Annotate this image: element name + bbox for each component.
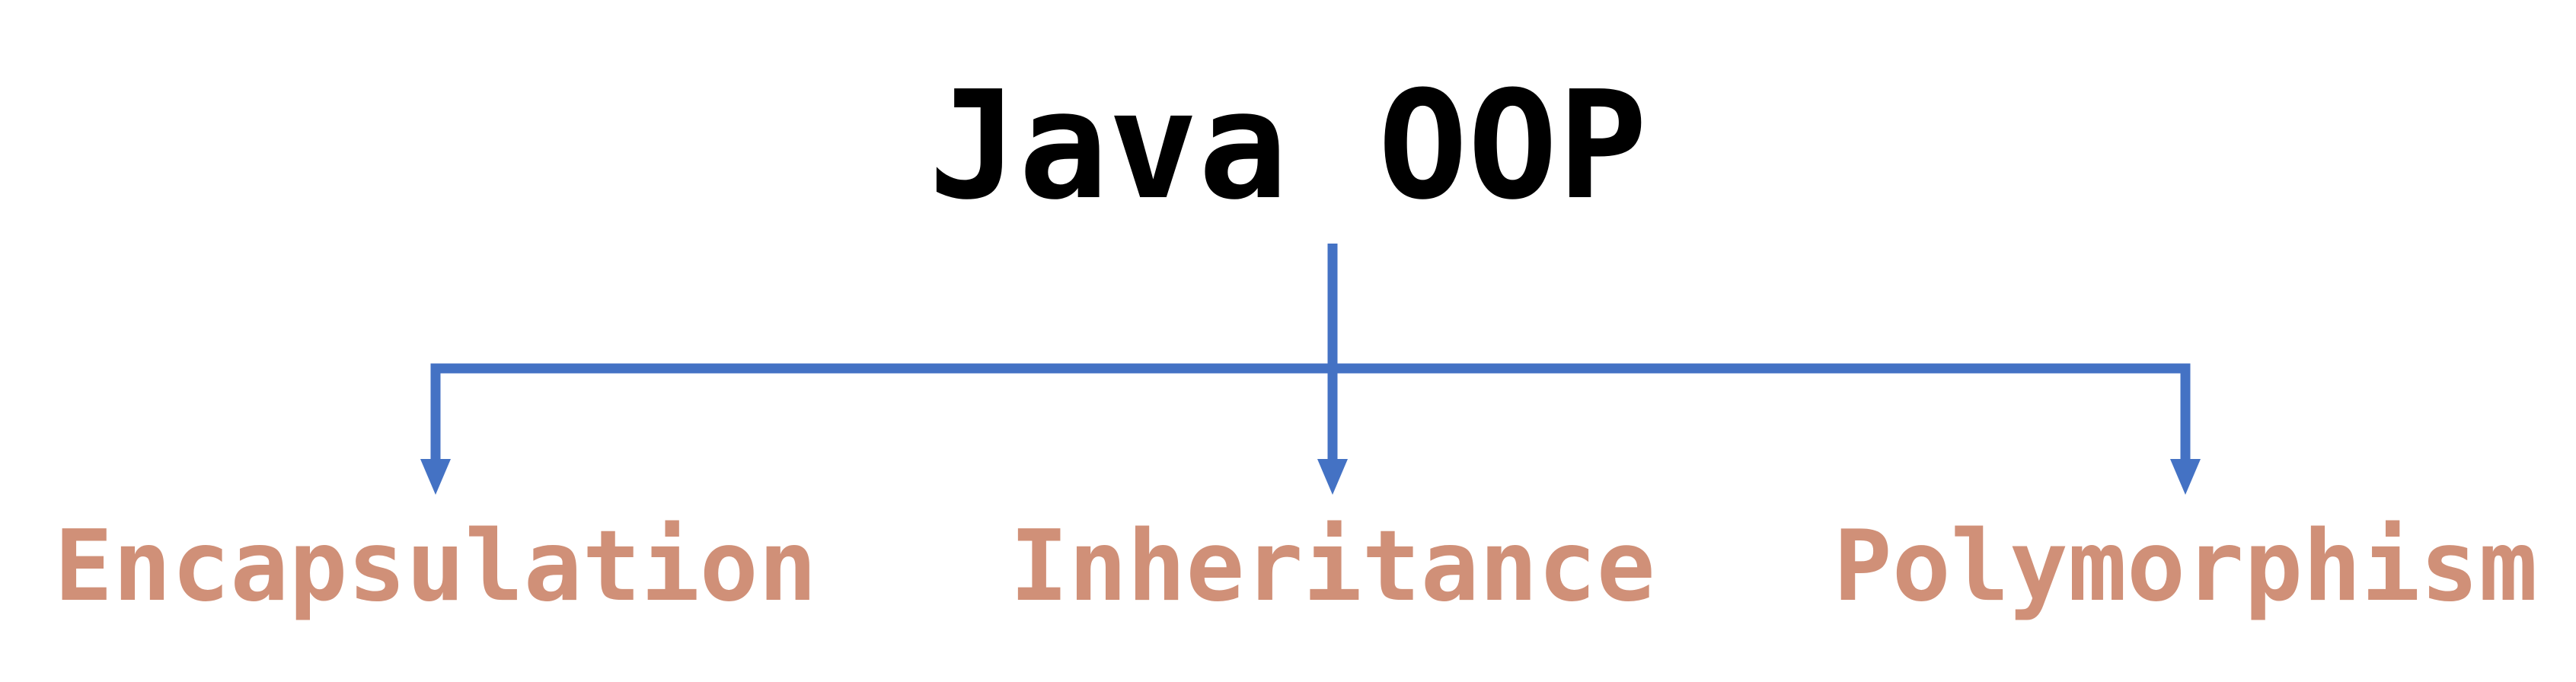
child-node-encapsulation: Encapsulation: [54, 510, 817, 623]
root-node-title: Java OOP: [928, 59, 1648, 233]
arrowhead-right: [2170, 459, 2201, 495]
child-node-polymorphism: Polymorphism: [1833, 510, 2538, 623]
child-node-inheritance: Inheritance: [1010, 510, 1655, 623]
branch-bar-line: [430, 363, 2191, 464]
arrowhead-left: [420, 459, 451, 495]
arrowhead-center: [1317, 459, 1348, 495]
